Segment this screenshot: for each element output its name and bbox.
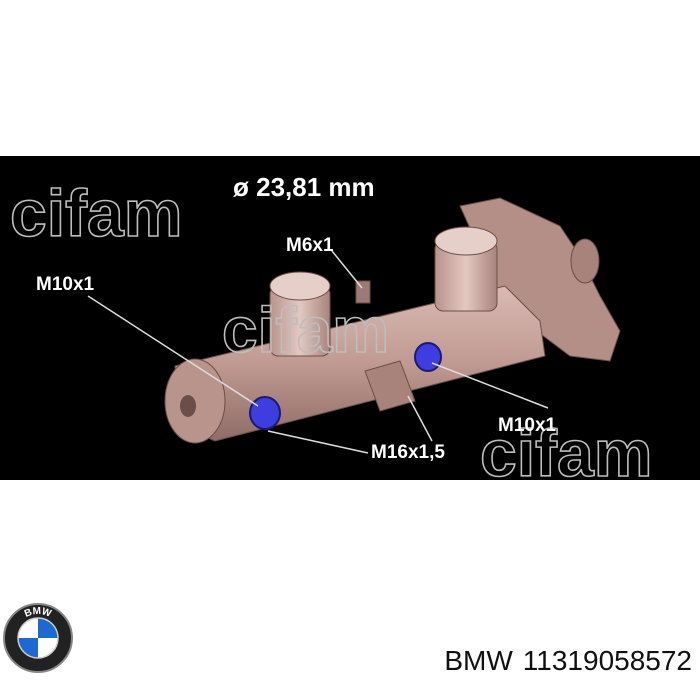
leader-m16x1-5-b [407, 395, 433, 442]
inlet-top-left [269, 271, 331, 301]
leader-lines [87, 250, 549, 454]
lower-boss [364, 360, 416, 412]
port-m10x1-left [249, 396, 281, 430]
part-caption: BMW 11319058572 [340, 645, 692, 677]
callout-m10x1-left: M10x1 [36, 274, 95, 295]
port-m10x1-right [414, 342, 442, 372]
flange-boss [570, 238, 600, 284]
brand-name: BMW [444, 645, 513, 676]
callout-m16x1-5: M16x1,5 [371, 442, 445, 463]
inlet-top-right [434, 226, 498, 256]
watermark-cifam-center: cifam [222, 294, 389, 366]
watermark-cifam-bottom-right: cifam [480, 416, 652, 480]
master-cylinder-drawing: cifam cifam cifam ø 23,81 mm M6x1 M10x1 … [9, 172, 653, 480]
leader-m6x1 [331, 250, 363, 289]
leader-m16x1-5-a [267, 430, 369, 454]
leader-m10x1-right [431, 362, 549, 409]
cylinder-bore [180, 395, 196, 417]
bmw-logo-text: BMW [23, 606, 53, 620]
stud [355, 280, 371, 304]
callout-m10x1-right: M10x1 [498, 415, 557, 436]
product-photo: cifam cifam cifam ø 23,81 mm M6x1 M10x1 … [0, 156, 700, 480]
watermark-cifam-top-left: cifam [10, 176, 182, 250]
leader-m10x1-left [87, 295, 259, 407]
bmw-logo: BMW [2, 602, 74, 674]
part-number: 11319058572 [522, 645, 692, 676]
diameter-label: ø 23,81 mm [233, 172, 375, 202]
callout-m6x1: M6x1 [286, 235, 334, 256]
bmw-roundel-icon: BMW [3, 603, 73, 673]
